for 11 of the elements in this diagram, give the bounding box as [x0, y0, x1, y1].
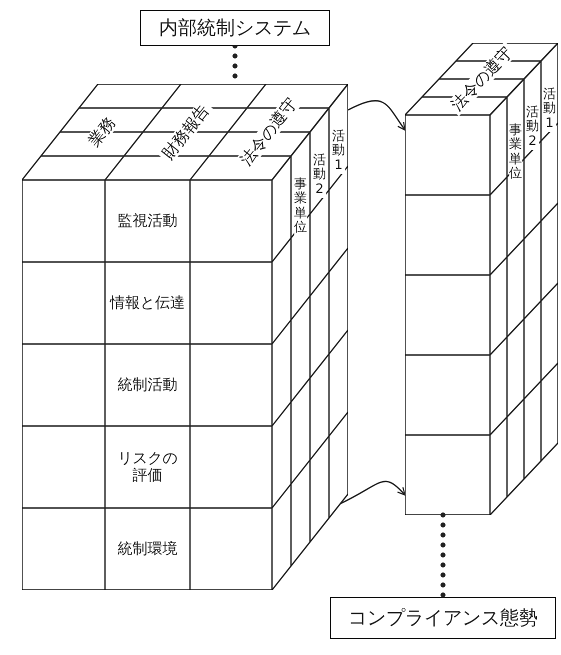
- text-box: コンプライアンス態勢: [330, 597, 556, 639]
- side-label: 活動2: [526, 105, 540, 150]
- side-label: 活動1: [332, 129, 346, 174]
- row-label: 情報と伝達: [108, 294, 188, 312]
- side-label: 事業単位: [294, 177, 308, 236]
- curved-arrow: [348, 100, 406, 131]
- side-label: 活動1: [542, 87, 556, 132]
- side-label: 活動2: [312, 153, 326, 198]
- dotted-line: [440, 512, 446, 600]
- text-box: 内部統制システム: [140, 10, 330, 46]
- curved-arrow: [340, 480, 406, 504]
